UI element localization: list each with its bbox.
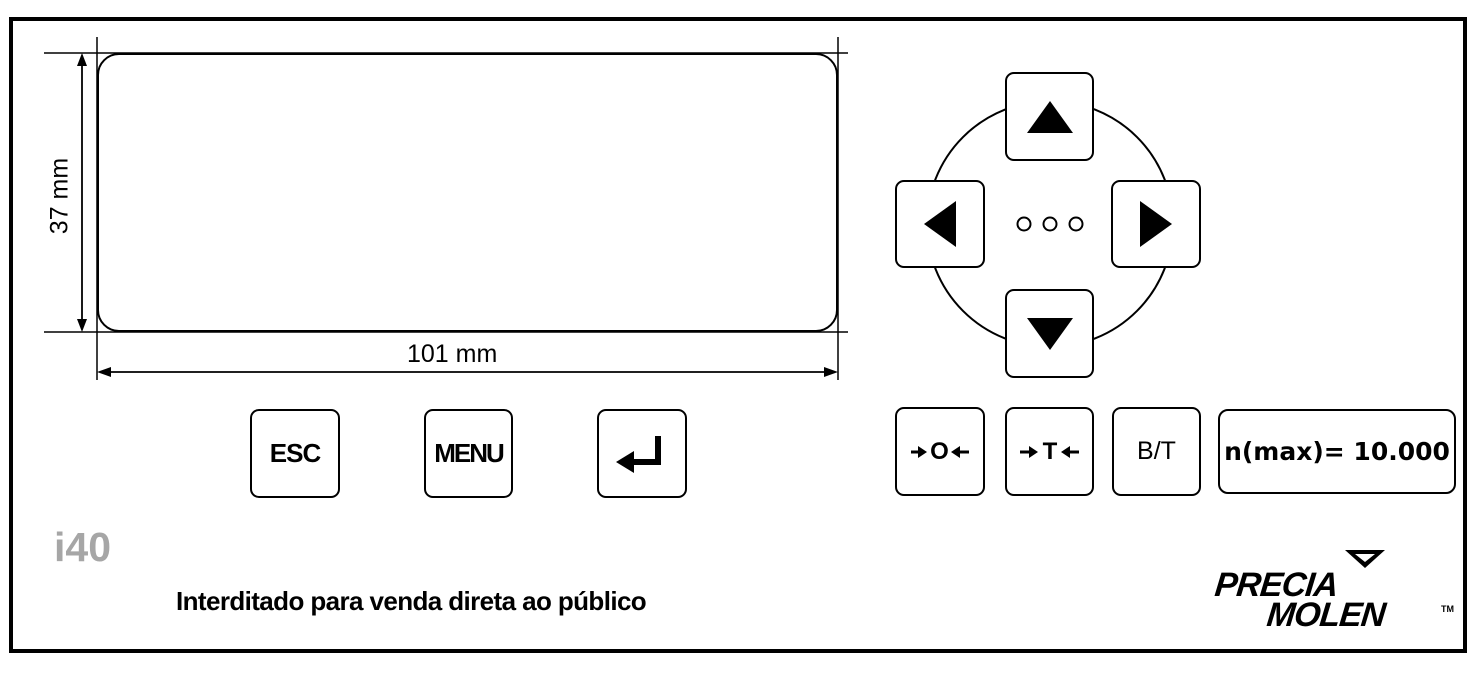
width-dimension-label: 101 mm: [407, 340, 498, 368]
arrow-left-icon: [1061, 445, 1080, 458]
logo-line-2: MOLEN: [1265, 596, 1387, 634]
triangle-down-icon: [1026, 317, 1073, 350]
arrow-right-icon: [1019, 445, 1038, 458]
zero-button[interactable]: O: [895, 407, 985, 496]
up-arrow-button[interactable]: [1005, 72, 1094, 161]
right-arrow-button[interactable]: [1111, 180, 1201, 268]
tare-button[interactable]: T: [1005, 407, 1094, 496]
lcd-display-window: [97, 53, 838, 332]
triangle-left-icon: [924, 201, 956, 247]
down-arrow-button[interactable]: [1005, 289, 1094, 378]
panel-frame: [9, 17, 1467, 653]
enter-return-icon: [616, 435, 661, 473]
left-arrow-button[interactable]: [895, 180, 985, 268]
gross-tare-button[interactable]: B/T: [1112, 407, 1201, 496]
esc-button[interactable]: ESC: [250, 409, 340, 498]
zero-label: O: [930, 437, 949, 465]
bt-label: B/T: [1137, 437, 1176, 465]
sale-restriction-note: Interditado para venda direta ao público: [176, 586, 647, 616]
max-capacity-label: n(max)= 10.000: [1218, 409, 1456, 494]
arrow-right-icon: [911, 445, 928, 458]
arrow-left-icon: [950, 445, 969, 458]
menu-label: MENU: [434, 438, 505, 468]
max-capacity-text: n(max)= 10.000: [1224, 437, 1450, 466]
model-name: i40: [54, 524, 111, 570]
center-dots-icon: [1016, 216, 1084, 232]
triangle-right-icon: [1140, 201, 1172, 247]
esc-label: ESC: [269, 438, 321, 468]
menu-button[interactable]: MENU: [424, 409, 513, 498]
triangle-up-icon: [1026, 100, 1073, 133]
logo-triangle-icon: [1345, 550, 1385, 568]
precia-molen-logo: PRECIA MOLEN TM: [1203, 542, 1461, 642]
logo-trademark: TM: [1441, 604, 1454, 614]
enter-button[interactable]: [597, 409, 687, 498]
tare-label: T: [1042, 437, 1058, 465]
height-dimension-label: 37 mm: [45, 157, 74, 235]
